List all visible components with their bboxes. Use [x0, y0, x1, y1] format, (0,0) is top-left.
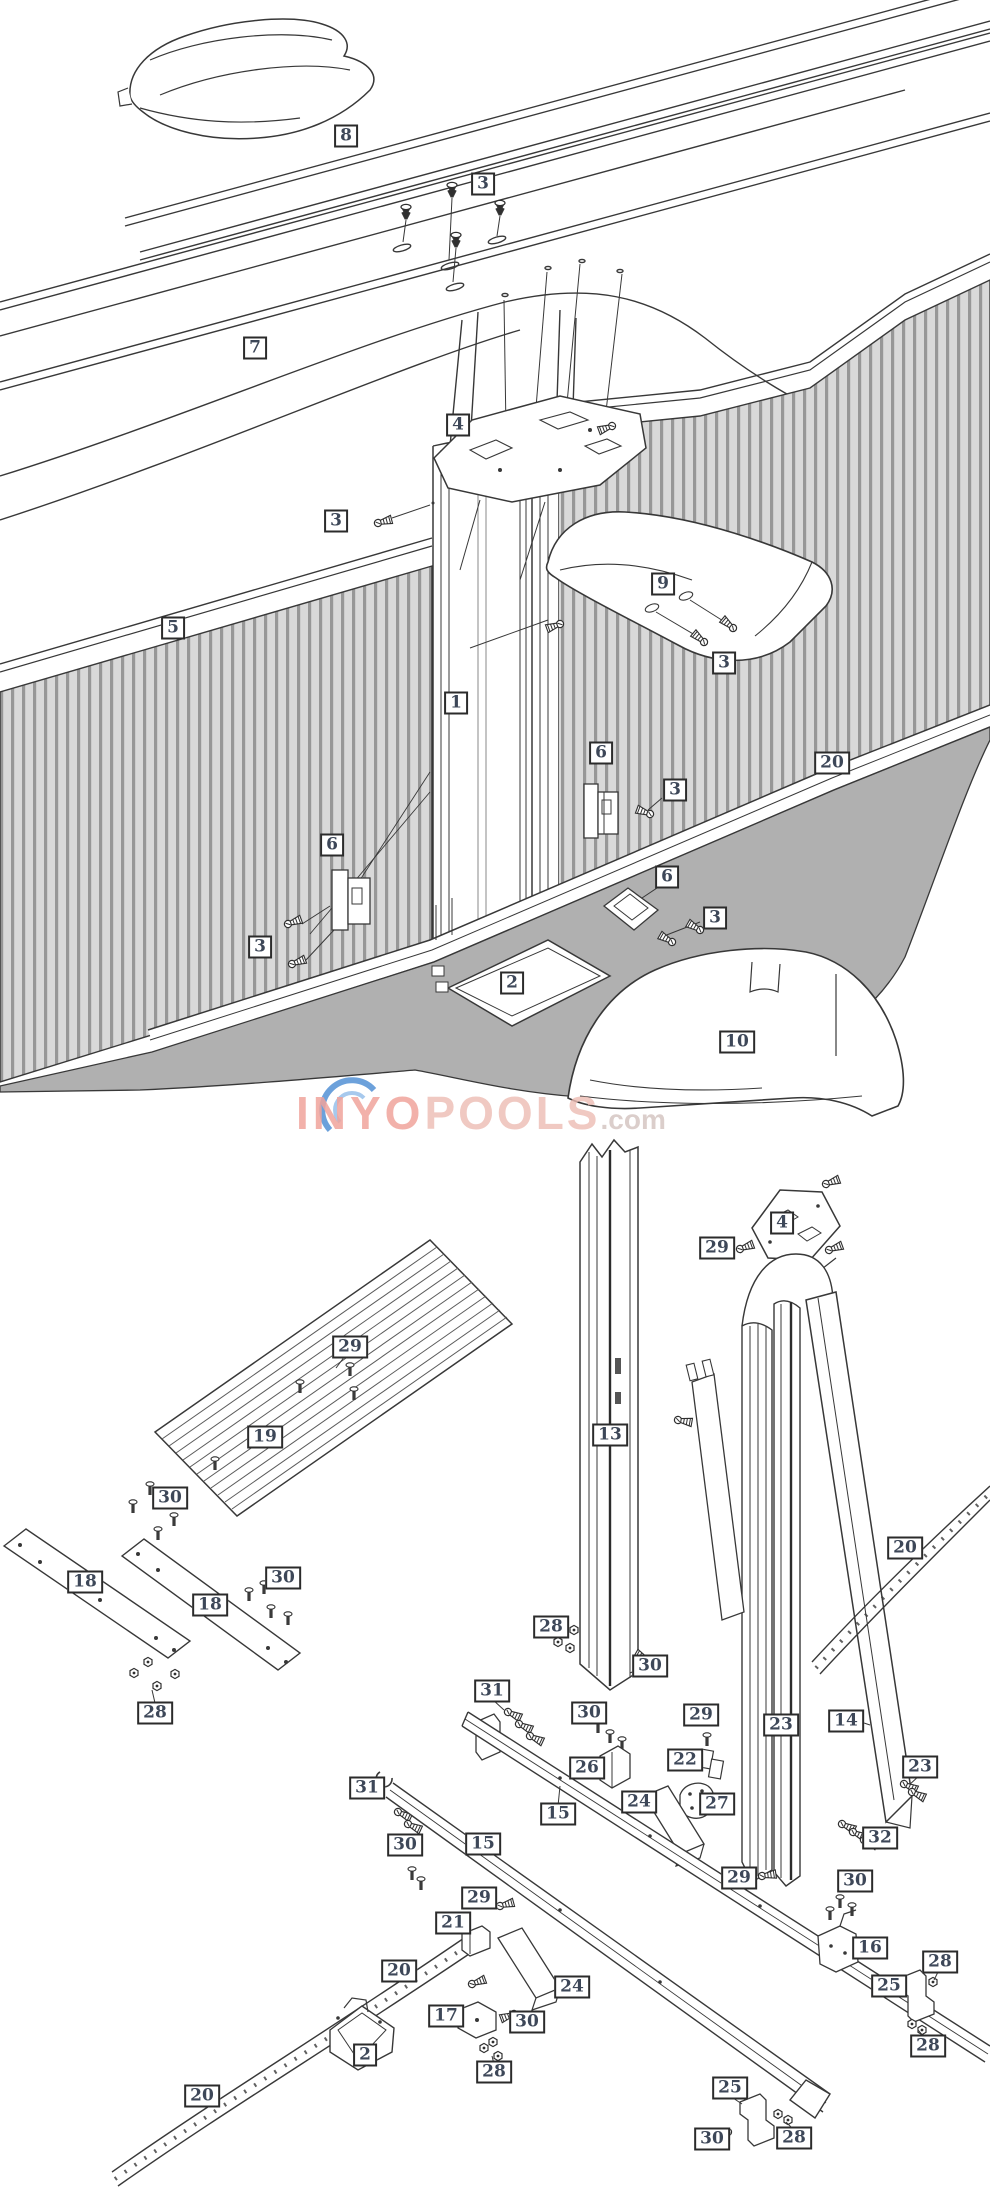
part-label-bottom-32-25: 32: [862, 1826, 898, 1850]
part-label-bottom-30-29: 30: [837, 1869, 873, 1893]
part-label-bottom-30-7: 30: [265, 1566, 301, 1590]
part-label-bottom-25-42: 25: [712, 2076, 748, 2100]
bracket-6-upper: [583, 783, 663, 839]
part-9-top-cap-bracket: [545, 511, 833, 662]
part-label-bottom-26-19: 26: [569, 1756, 605, 1780]
part-4-top-plate: [433, 263, 647, 649]
part-label-bottom-29-30: 29: [461, 1886, 497, 1910]
part-label-bottom-23-17: 23: [763, 1713, 799, 1737]
part-8-top-cap: [117, 18, 375, 140]
part-label-top-3-1: 3: [471, 172, 495, 196]
part-label-bottom-20-43: 20: [184, 2084, 220, 2108]
part-label-top-3-15: 3: [248, 935, 272, 959]
part-label-top-4-3: 4: [446, 413, 470, 437]
cluster-right: [817, 1774, 939, 2039]
watermark-inyo: INYO: [296, 1087, 425, 1139]
top-screws: [400, 181, 506, 283]
hardware-straps: [129, 1580, 293, 1704]
part-label-top-3-7: 3: [712, 651, 736, 675]
part-label-bottom-19-3: 19: [247, 1425, 283, 1449]
part-label-bottom-31-21: 31: [349, 1776, 385, 1800]
part-label-top-8-0: 8: [334, 124, 358, 148]
part-label-bottom-30-26: 30: [387, 1833, 423, 1857]
bracket-6-floor: [602, 885, 706, 949]
part-label-top-1-8: 1: [444, 691, 468, 715]
part-label-bottom-24-22: 24: [621, 1790, 657, 1814]
top-rails: [0, 0, 990, 391]
part-13-upright-channel: [553, 1138, 654, 1751]
part-label-bottom-4-0: 4: [770, 1211, 794, 1235]
part-label-bottom-23-20: 23: [902, 1755, 938, 1779]
part-label-bottom-27-23: 27: [699, 1792, 735, 1816]
part-label-bottom-31-12: 31: [474, 1679, 510, 1703]
part-label-bottom-28-13: 28: [137, 1701, 173, 1725]
part-label-top-3-4: 3: [324, 509, 348, 533]
part-label-bottom-17-37: 17: [428, 2004, 464, 2028]
bracket-6-left: [282, 771, 431, 970]
part-label-top-6-9: 6: [589, 741, 613, 765]
part-label-bottom-16-32: 16: [852, 1936, 888, 1960]
part-label-bottom-30-38: 30: [509, 2010, 545, 2034]
watermark-pools: POOLS: [424, 1087, 601, 1139]
part-label-top-2-16: 2: [500, 971, 524, 995]
part-label-bottom-28-39: 28: [910, 2034, 946, 2058]
part-label-bottom-2-40: 2: [353, 2043, 377, 2067]
part-label-bottom-13-4: 13: [592, 1423, 628, 1447]
part-label-bottom-30-44: 30: [694, 2127, 730, 2151]
part-label-top-6-12: 6: [320, 833, 344, 857]
part-label-top-3-14: 3: [703, 906, 727, 930]
part-label-top-3-11: 3: [663, 778, 687, 802]
part-label-top-10-17: 10: [719, 1030, 755, 1054]
part-label-bottom-28-45: 28: [776, 2126, 812, 2150]
part-label-bottom-20-34: 20: [381, 1959, 417, 1983]
part-label-bottom-21-31: 21: [435, 1911, 471, 1935]
part-label-bottom-15-27: 15: [465, 1832, 501, 1856]
upright-screw-left: [372, 501, 435, 529]
part-label-bottom-20-6: 20: [887, 1536, 923, 1560]
part-label-bottom-15-24: 15: [540, 1802, 576, 1826]
part-label-bottom-14-16: 14: [828, 1709, 864, 1733]
part-label-top-9-5: 9: [651, 572, 675, 596]
part-label-bottom-22-18: 22: [667, 1748, 703, 1772]
part-label-bottom-25-35: 25: [871, 1974, 907, 1998]
part-label-top-7-2: 7: [243, 336, 267, 360]
part-label-bottom-30-14: 30: [571, 1701, 607, 1725]
part-label-top-6-13: 6: [655, 865, 679, 889]
part-label-bottom-28-33: 28: [922, 1950, 958, 1974]
part-label-bottom-24-36: 24: [554, 1975, 590, 1999]
part-label-bottom-28-41: 28: [476, 2060, 512, 2084]
part-label-bottom-30-11: 30: [632, 1654, 668, 1678]
part-label-bottom-29-28: 29: [721, 1866, 757, 1890]
part-label-top-20-10: 20: [814, 751, 850, 775]
strap-support-channel: [673, 1358, 745, 1621]
part-label-top-5-6: 5: [161, 616, 185, 640]
watermark-dotcom: .com: [600, 1104, 666, 1135]
part-label-bottom-18-8: 18: [67, 1570, 103, 1594]
part-label-bottom-18-9: 18: [192, 1593, 228, 1617]
part-label-bottom-29-15: 29: [683, 1703, 719, 1727]
part-label-bottom-28-10: 28: [533, 1615, 569, 1639]
part-2-bottom-plate: [431, 898, 612, 1027]
part-label-bottom-29-2: 29: [332, 1335, 368, 1359]
watermark-swirl-icon: [319, 1077, 377, 1133]
part-label-bottom-30-5: 30: [152, 1486, 188, 1510]
part-19-corrugated-panel: [153, 1239, 514, 1517]
part-label-bottom-29-1: 29: [699, 1236, 735, 1260]
